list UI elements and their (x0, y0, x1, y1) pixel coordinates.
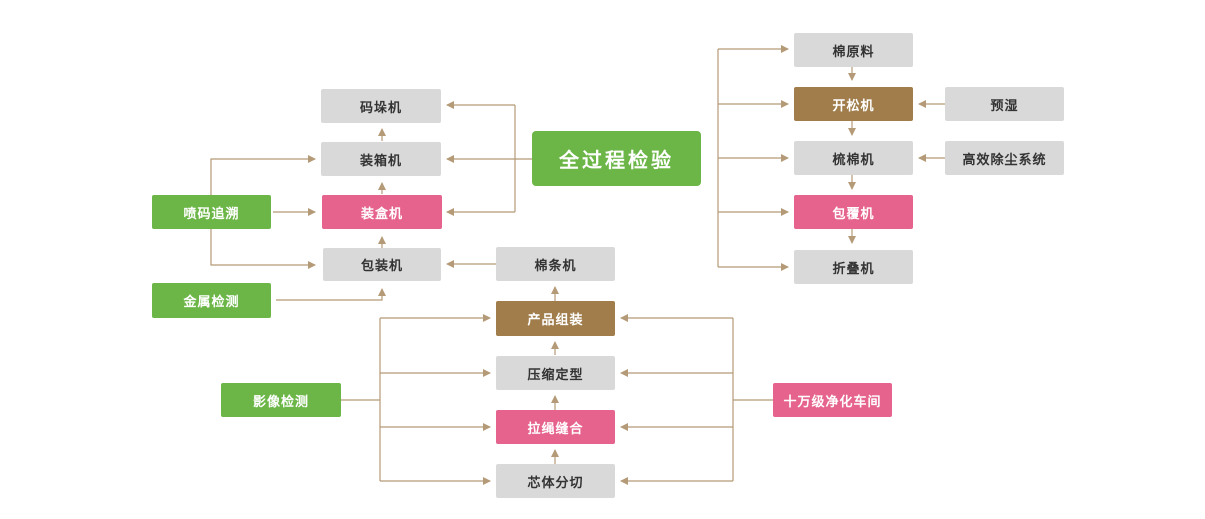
node-boxing-machine: 装箱机 (321, 142, 441, 176)
node-cotton-stick-machine: 棉条机 (496, 247, 615, 281)
node-raw-cotton: 棉原料 (794, 33, 913, 67)
node-packing-machine: 包装机 (323, 248, 441, 281)
node-cleanroom-workshop: 十万级净化车间 (773, 383, 892, 417)
node-opening-machine: 开松机 (794, 87, 913, 121)
node-cartoning-machine: 装盒机 (322, 195, 442, 229)
node-metal-detection: 金属检测 (152, 283, 271, 318)
node-vision-inspection: 影像检测 (221, 383, 341, 417)
node-pre-wetting: 预湿 (945, 87, 1064, 121)
node-product-assembly: 产品组装 (496, 301, 615, 336)
node-dust-removal-system: 高效除尘系统 (945, 141, 1064, 175)
node-wrapping-machine: 包覆机 (794, 195, 913, 229)
node-core-cutting: 芯体分切 (496, 464, 615, 498)
node-inkjet-traceability: 喷码追溯 (152, 195, 271, 229)
node-compression-shaping: 压缩定型 (496, 356, 615, 390)
node-stacking-machine: 码垛机 (321, 89, 441, 123)
node-folding-machine: 折叠机 (794, 250, 913, 284)
node-carding-machine: 梳棉机 (794, 141, 913, 175)
node-string-sewing: 拉绳缝合 (496, 410, 615, 444)
center-node-full-process-inspection: 全过程检验 (532, 131, 701, 186)
